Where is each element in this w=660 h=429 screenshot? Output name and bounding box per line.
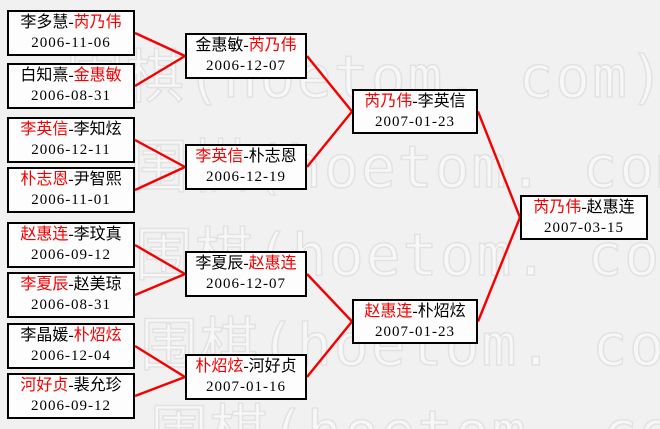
match-date: 2007-01-23 (375, 113, 455, 130)
player-name: 李多慧 (20, 14, 69, 31)
player-name: 河好贞 (20, 377, 69, 394)
player-name: 赵惠连 (586, 198, 635, 216)
match-box: 朴志恩-尹智熙 2006-11-01 (7, 167, 135, 213)
match-date: 2006-09-12 (31, 247, 111, 263)
match-date: 2007-01-23 (375, 323, 455, 340)
dash-separator: - (412, 302, 418, 320)
match-box: 李英信-李知炫 2006-12-11 (7, 117, 135, 163)
match-players: 白知熹-金惠敏 (9, 65, 133, 86)
player-name: 李夏辰 (20, 276, 69, 293)
match-date: 2006-11-06 (31, 35, 111, 51)
match-players: 朴志恩-尹智熙 (9, 169, 133, 190)
player-name: 芮乃伟 (533, 198, 582, 216)
dash-separator: - (243, 148, 249, 165)
dash-separator: - (581, 198, 587, 216)
match-players: 芮乃伟-李英信 (354, 91, 476, 112)
player-name: 芮乃伟 (73, 14, 122, 31)
player-name: 朴炤炫 (417, 302, 466, 320)
player-name: 白知熹 (20, 67, 69, 84)
player-name: 李英信 (20, 121, 69, 138)
match-players: 李多慧-芮乃伟 (9, 12, 133, 33)
match-date: 2007-03-15 (544, 219, 624, 236)
player-name: 金惠敏 (73, 67, 122, 84)
match-box: 李夏辰-赵美琼 2006-08-31 (7, 272, 135, 318)
match-box: 李晶媛-朴炤炫 2006-12-04 (7, 323, 135, 369)
match-box: 芮乃伟-李英信 2007-01-23 (352, 89, 478, 134)
player-name: 李知炫 (73, 121, 122, 138)
match-players: 赵惠连-朴炤炫 (354, 301, 476, 322)
match-players: 金惠敏-芮乃伟 (187, 35, 305, 56)
dash-separator: - (68, 327, 74, 344)
match-box: 河好贞-裴允珍 2006-09-12 (7, 373, 135, 419)
match-box: 李夏辰-赵惠连 2006-12-07 (185, 251, 307, 297)
match-players: 李晶媛-朴炤炫 (9, 325, 133, 346)
match-box-final: 芮乃伟-赵惠连 2007-03-15 (520, 195, 648, 240)
match-players: 李夏辰-赵美琼 (9, 274, 133, 295)
match-date: 2007-01-16 (206, 379, 286, 395)
player-name: 赵惠连 (20, 226, 69, 243)
player-name: 裴允珍 (73, 377, 122, 394)
player-name: 芮乃伟 (248, 37, 297, 54)
match-date: 2006-11-01 (31, 192, 111, 208)
player-name: 朴志恩 (20, 171, 69, 188)
match-players: 朴炤炫-河好贞 (187, 356, 305, 377)
dash-separator: - (68, 226, 74, 243)
match-box: 金惠敏-芮乃伟 2006-12-07 (185, 33, 307, 79)
match-date: 2006-12-11 (31, 142, 111, 158)
player-name: 李夏辰 (195, 255, 244, 272)
dash-separator: - (68, 171, 74, 188)
player-name: 河好贞 (248, 358, 297, 375)
match-players: 李英信-李知炫 (9, 119, 133, 140)
match-box: 赵惠连-朴炤炫 2007-01-23 (352, 299, 478, 344)
player-name: 芮乃伟 (364, 92, 413, 110)
dash-separator: - (412, 92, 418, 110)
match-box: 白知熹-金惠敏 2006-08-31 (7, 63, 135, 109)
dash-separator: - (243, 255, 249, 272)
player-name: 赵惠连 (364, 302, 413, 320)
player-name: 朴炤炫 (73, 327, 122, 344)
dash-separator: - (68, 121, 74, 138)
match-box: 李多慧-芮乃伟 2006-11-06 (7, 10, 135, 56)
match-players: 李夏辰-赵惠连 (187, 253, 305, 274)
match-players: 赵惠连-李玟真 (9, 224, 133, 245)
dash-separator: - (68, 276, 74, 293)
match-date: 2006-12-07 (206, 276, 286, 292)
dash-separator: - (243, 37, 249, 54)
player-name: 朴志恩 (248, 148, 297, 165)
match-date: 2006-12-04 (31, 348, 111, 364)
player-name: 李英信 (417, 92, 466, 110)
match-date: 2006-12-19 (206, 169, 286, 185)
dash-separator: - (68, 377, 74, 394)
match-players: 芮乃伟-赵惠连 (522, 197, 646, 218)
watermark-text: 围棋(hoetom. com) (149, 385, 660, 429)
dash-separator: - (68, 14, 74, 31)
player-name: 尹智熙 (73, 171, 122, 188)
dash-separator: - (68, 67, 74, 84)
match-box: 朴炤炫-河好贞 2007-01-16 (185, 354, 307, 400)
match-date: 2006-08-31 (31, 88, 111, 104)
match-date: 2006-12-07 (206, 58, 286, 74)
match-box: 李英信-朴志恩 2006-12-19 (185, 144, 307, 190)
player-name: 李玟真 (73, 226, 122, 243)
player-name: 李晶媛 (20, 327, 69, 344)
match-players: 李英信-朴志恩 (187, 146, 305, 167)
match-date: 2006-09-12 (31, 398, 111, 414)
match-date: 2006-08-31 (31, 297, 111, 313)
player-name: 朴炤炫 (195, 358, 244, 375)
dash-separator: - (243, 358, 249, 375)
player-name: 赵惠连 (248, 255, 297, 272)
match-box: 赵惠连-李玟真 2006-09-12 (7, 222, 135, 268)
player-name: 赵美琼 (73, 276, 122, 293)
match-players: 河好贞-裴允珍 (9, 375, 133, 396)
player-name: 金惠敏 (195, 37, 244, 54)
player-name: 李英信 (195, 148, 244, 165)
